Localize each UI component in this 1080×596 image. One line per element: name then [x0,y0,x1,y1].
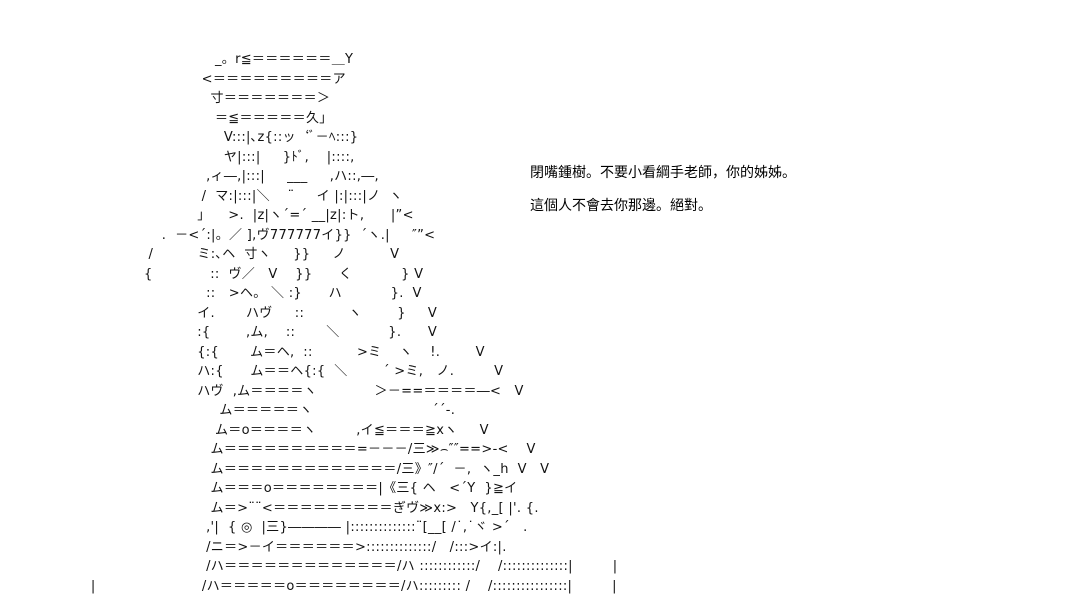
dialogue-line-2: 這個人不會去你那邊。絕對。 [530,198,712,214]
dialogue-box: 閉嘴鍾樹。不要小看綱手老師，你的姊姊。 這個人不會去你那邊。絕對。 [530,163,950,229]
dialogue-line-1: 閉嘴鍾樹。不要小看綱手老師，你的姊姊。 [530,165,796,181]
ascii-art-figure: _。r≦＝＝＝＝＝＝＿Y <＝＝＝＝＝＝＝＝＝ア 寸＝＝＝＝＝＝＝＞ ＝≦＝＝＝… [90,52,618,594]
